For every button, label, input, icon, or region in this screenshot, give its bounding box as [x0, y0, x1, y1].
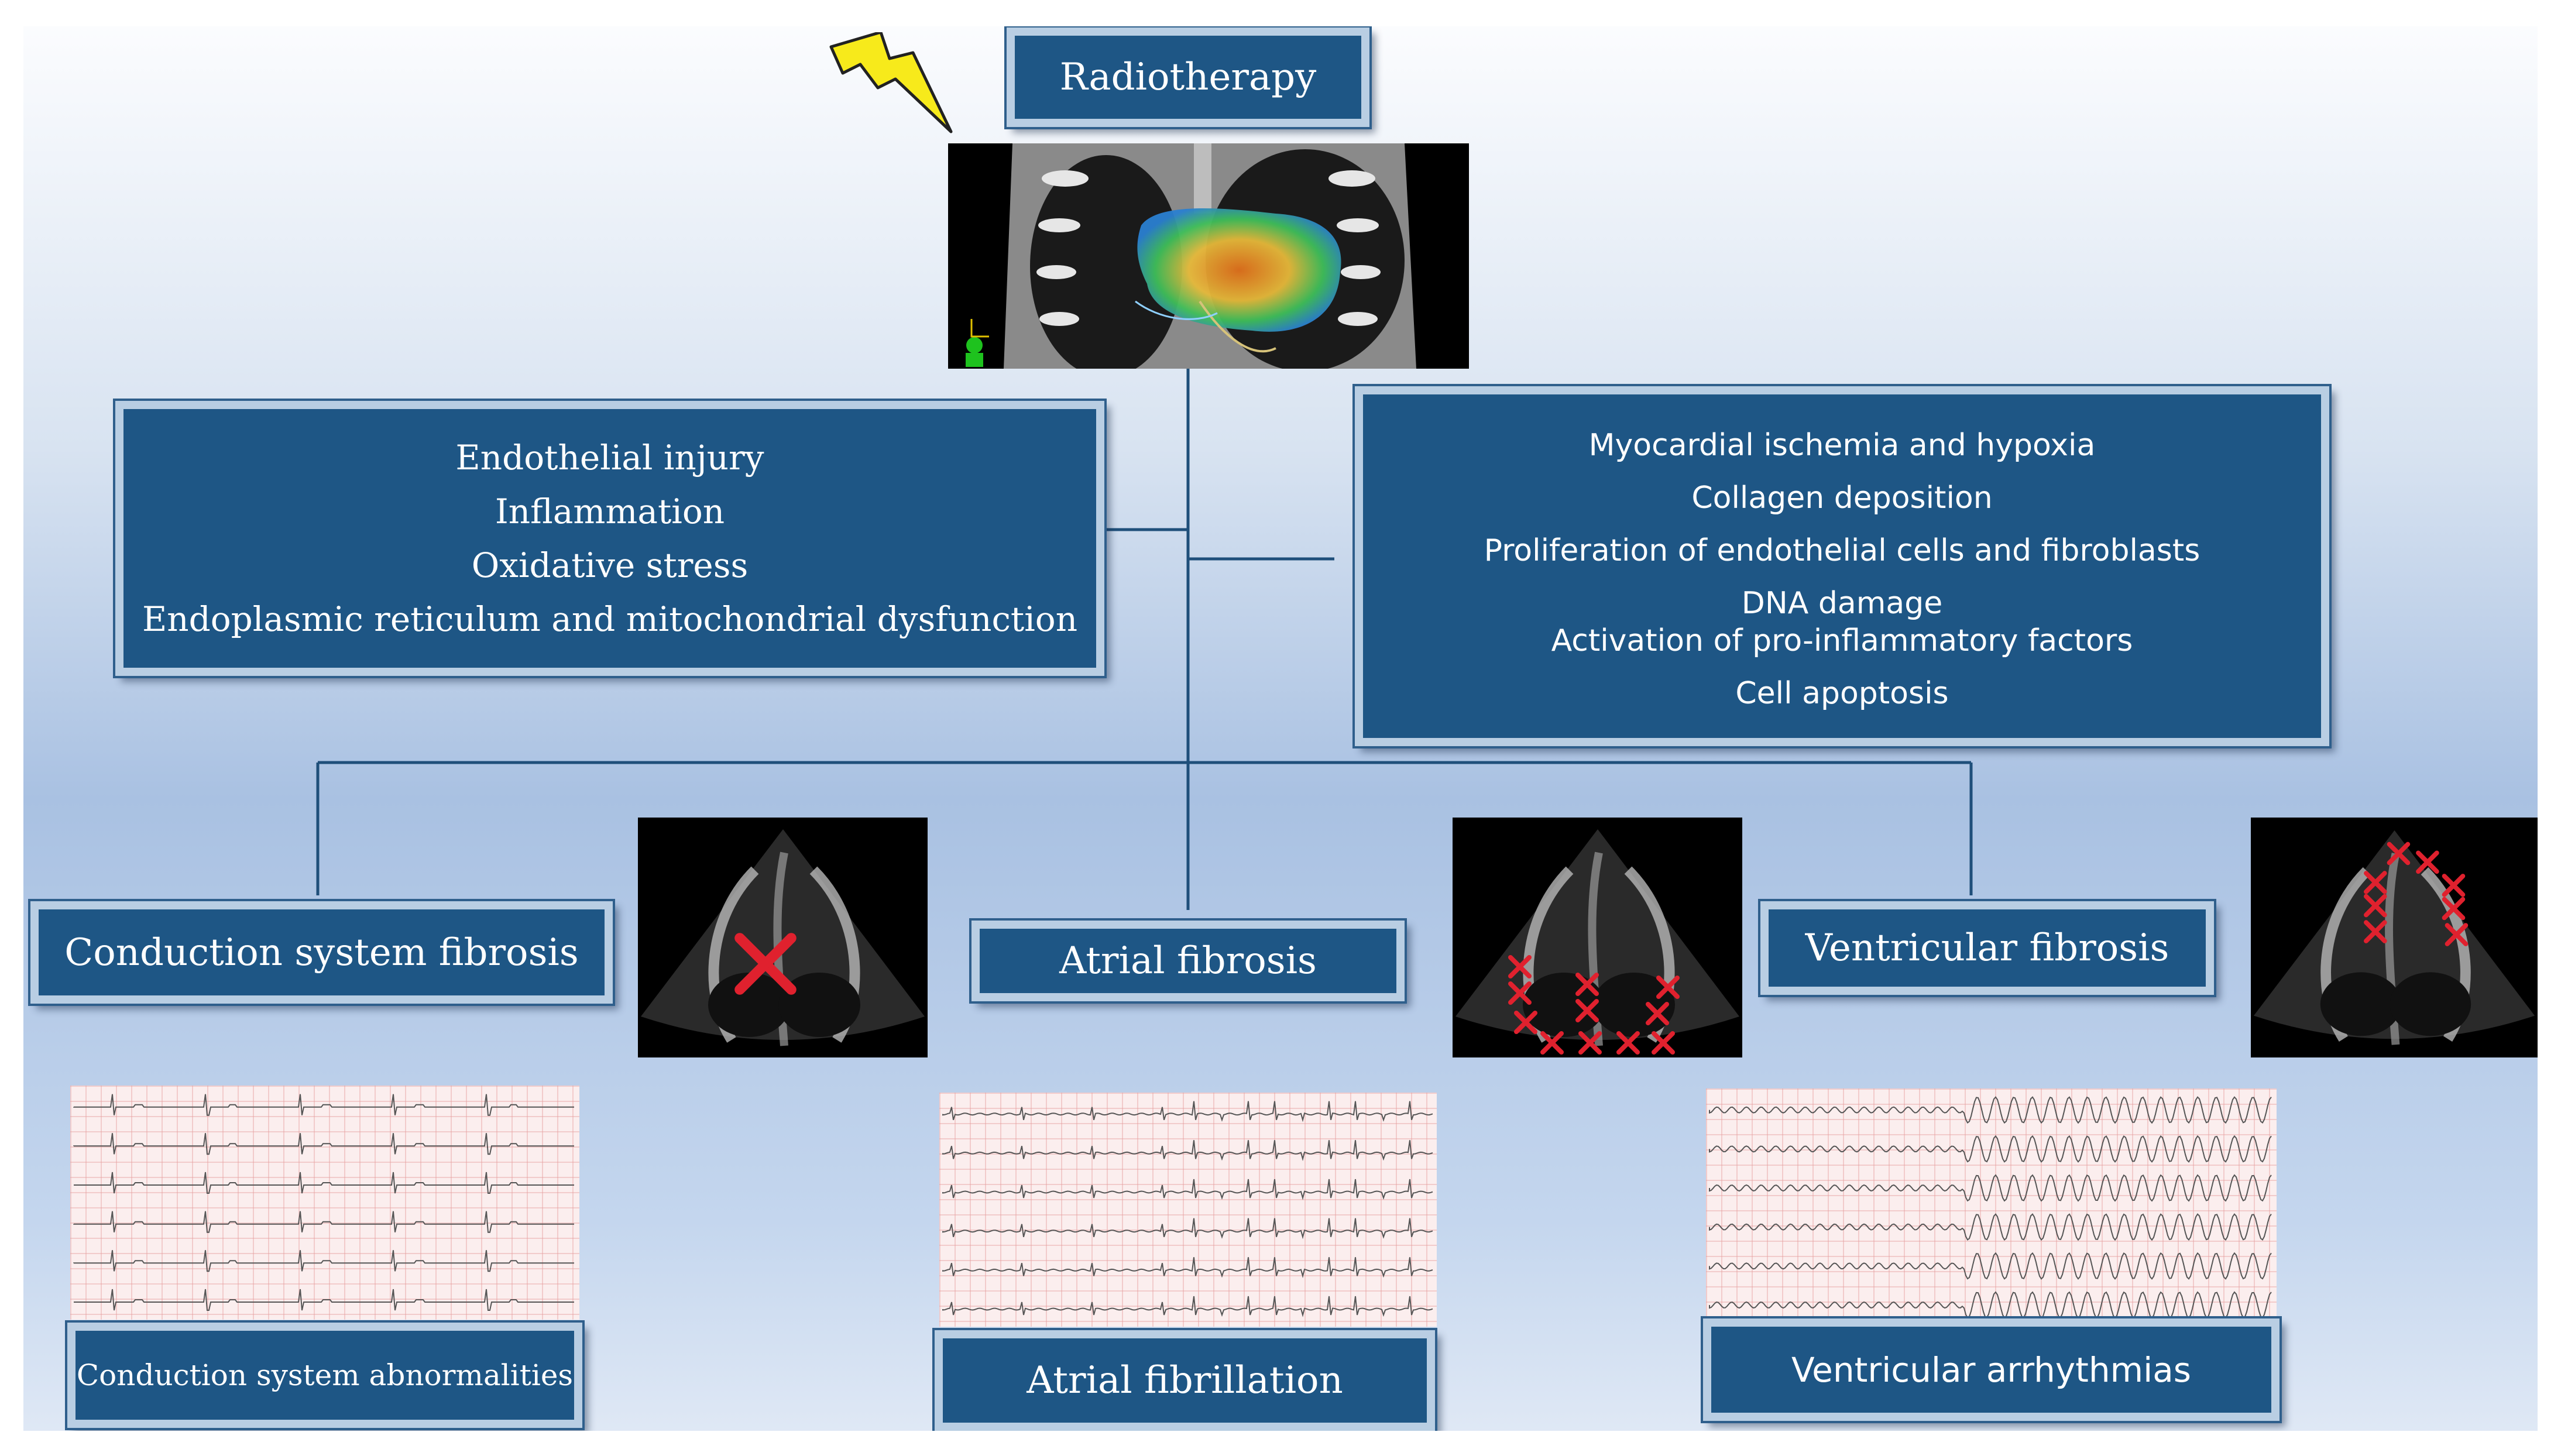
x-mark-icon — [2445, 923, 2469, 946]
x-mark-icon — [1575, 999, 1599, 1022]
mechanism-oxidative-stress: Oxidative stress — [471, 545, 749, 585]
ventricular-fibrosis-box: Ventricular fibrosis — [1758, 899, 2216, 997]
ventricular-arrhythmias-box: Ventricular arrhythmias — [1701, 1316, 2282, 1423]
x-mark-icon — [2416, 850, 2439, 874]
mechanism-pro-inflammatory: Activation of pro-inflammatory factors — [1551, 623, 2133, 658]
x-mark-icon — [2364, 920, 2387, 943]
ecg-conduction — [70, 1086, 579, 1320]
x-mark-icon — [1508, 955, 1532, 978]
x-mark-icon — [2387, 842, 2411, 866]
radiotherapy-title: Radiotherapy — [1059, 56, 1317, 99]
mechanism-myocardial-ischemia: Myocardial ischemia and hypoxia — [1588, 427, 2096, 463]
mechanisms-left-box: Endothelial injury Inflammation Oxidativ… — [113, 399, 1107, 678]
mechanism-collagen-deposition: Collagen deposition — [1691, 480, 1993, 516]
atrial-fibrosis-box: Atrial fibrosis — [969, 918, 1407, 1004]
x-mark-icon — [1575, 973, 1599, 996]
x-mark-icon — [1540, 1031, 1564, 1055]
x-mark-icon — [734, 933, 797, 995]
x-mark-icon — [1616, 1031, 1640, 1055]
mechanisms-right-box: Myocardial ischemia and hypoxia Collagen… — [1352, 384, 2332, 748]
mechanism-er-mitochondrial-dysfunction: Endoplasmic reticulum and mitochondrial … — [142, 599, 1078, 639]
mechanism-endothelial-injury: Endothelial injury — [455, 438, 764, 478]
x-mark-icon — [2442, 874, 2466, 897]
x-mark-icon — [1656, 976, 1680, 999]
connector-lines — [316, 366, 1973, 910]
conduction-fibrosis-label: Conduction system fibrosis — [64, 930, 579, 974]
ventricular-arrhythmias-label: Ventricular arrhythmias — [1791, 1349, 2192, 1390]
ecg-ventricular — [1706, 1088, 2277, 1323]
x-mark-icon — [2364, 894, 2387, 918]
x-mark-icon — [1578, 1031, 1602, 1055]
mechanism-inflammation: Inflammation — [495, 492, 725, 531]
ct-scan-image — [948, 143, 1469, 369]
x-mark-icon — [1652, 1031, 1675, 1055]
echo-image-conduction — [638, 818, 928, 1057]
x-mark-icon — [1514, 1011, 1537, 1034]
atrial-fibrosis-label: Atrial fibrosis — [1059, 939, 1317, 983]
radiotherapy-box: Radiotherapy — [1004, 26, 1372, 129]
conduction-fibrosis-box: Conduction system fibrosis — [28, 899, 615, 1006]
ecg-atrial — [939, 1093, 1437, 1327]
conduction-abnormalities-label: Conduction system abnormalities — [76, 1358, 574, 1392]
x-mark-icon — [1646, 1002, 1669, 1025]
x-mark-icon — [2442, 897, 2466, 921]
conduction-abnormalities-box: Conduction system abnormalities — [65, 1320, 585, 1430]
mechanism-cell-apoptosis: Cell apoptosis — [1735, 675, 1949, 711]
mechanism-proliferation: Proliferation of endothelial cells and f… — [1484, 533, 2200, 568]
atrial-fibrillation-box: Atrial fibrillation — [932, 1328, 1437, 1431]
x-mark-icon — [1508, 981, 1532, 1005]
mechanism-dna-damage: DNA damage — [1741, 585, 1943, 621]
x-mark-icon — [2364, 871, 2387, 894]
ventricular-fibrosis-label: Ventricular fibrosis — [1805, 926, 2169, 970]
echo-image-atrial — [1453, 818, 1742, 1057]
atrial-fibrillation-label: Atrial fibrillation — [1027, 1359, 1343, 1402]
lightning-bolt-icon — [829, 32, 953, 133]
echo-image-ventricular — [2251, 818, 2538, 1057]
diagram-canvas: Radiotherapy — [23, 26, 2538, 1431]
